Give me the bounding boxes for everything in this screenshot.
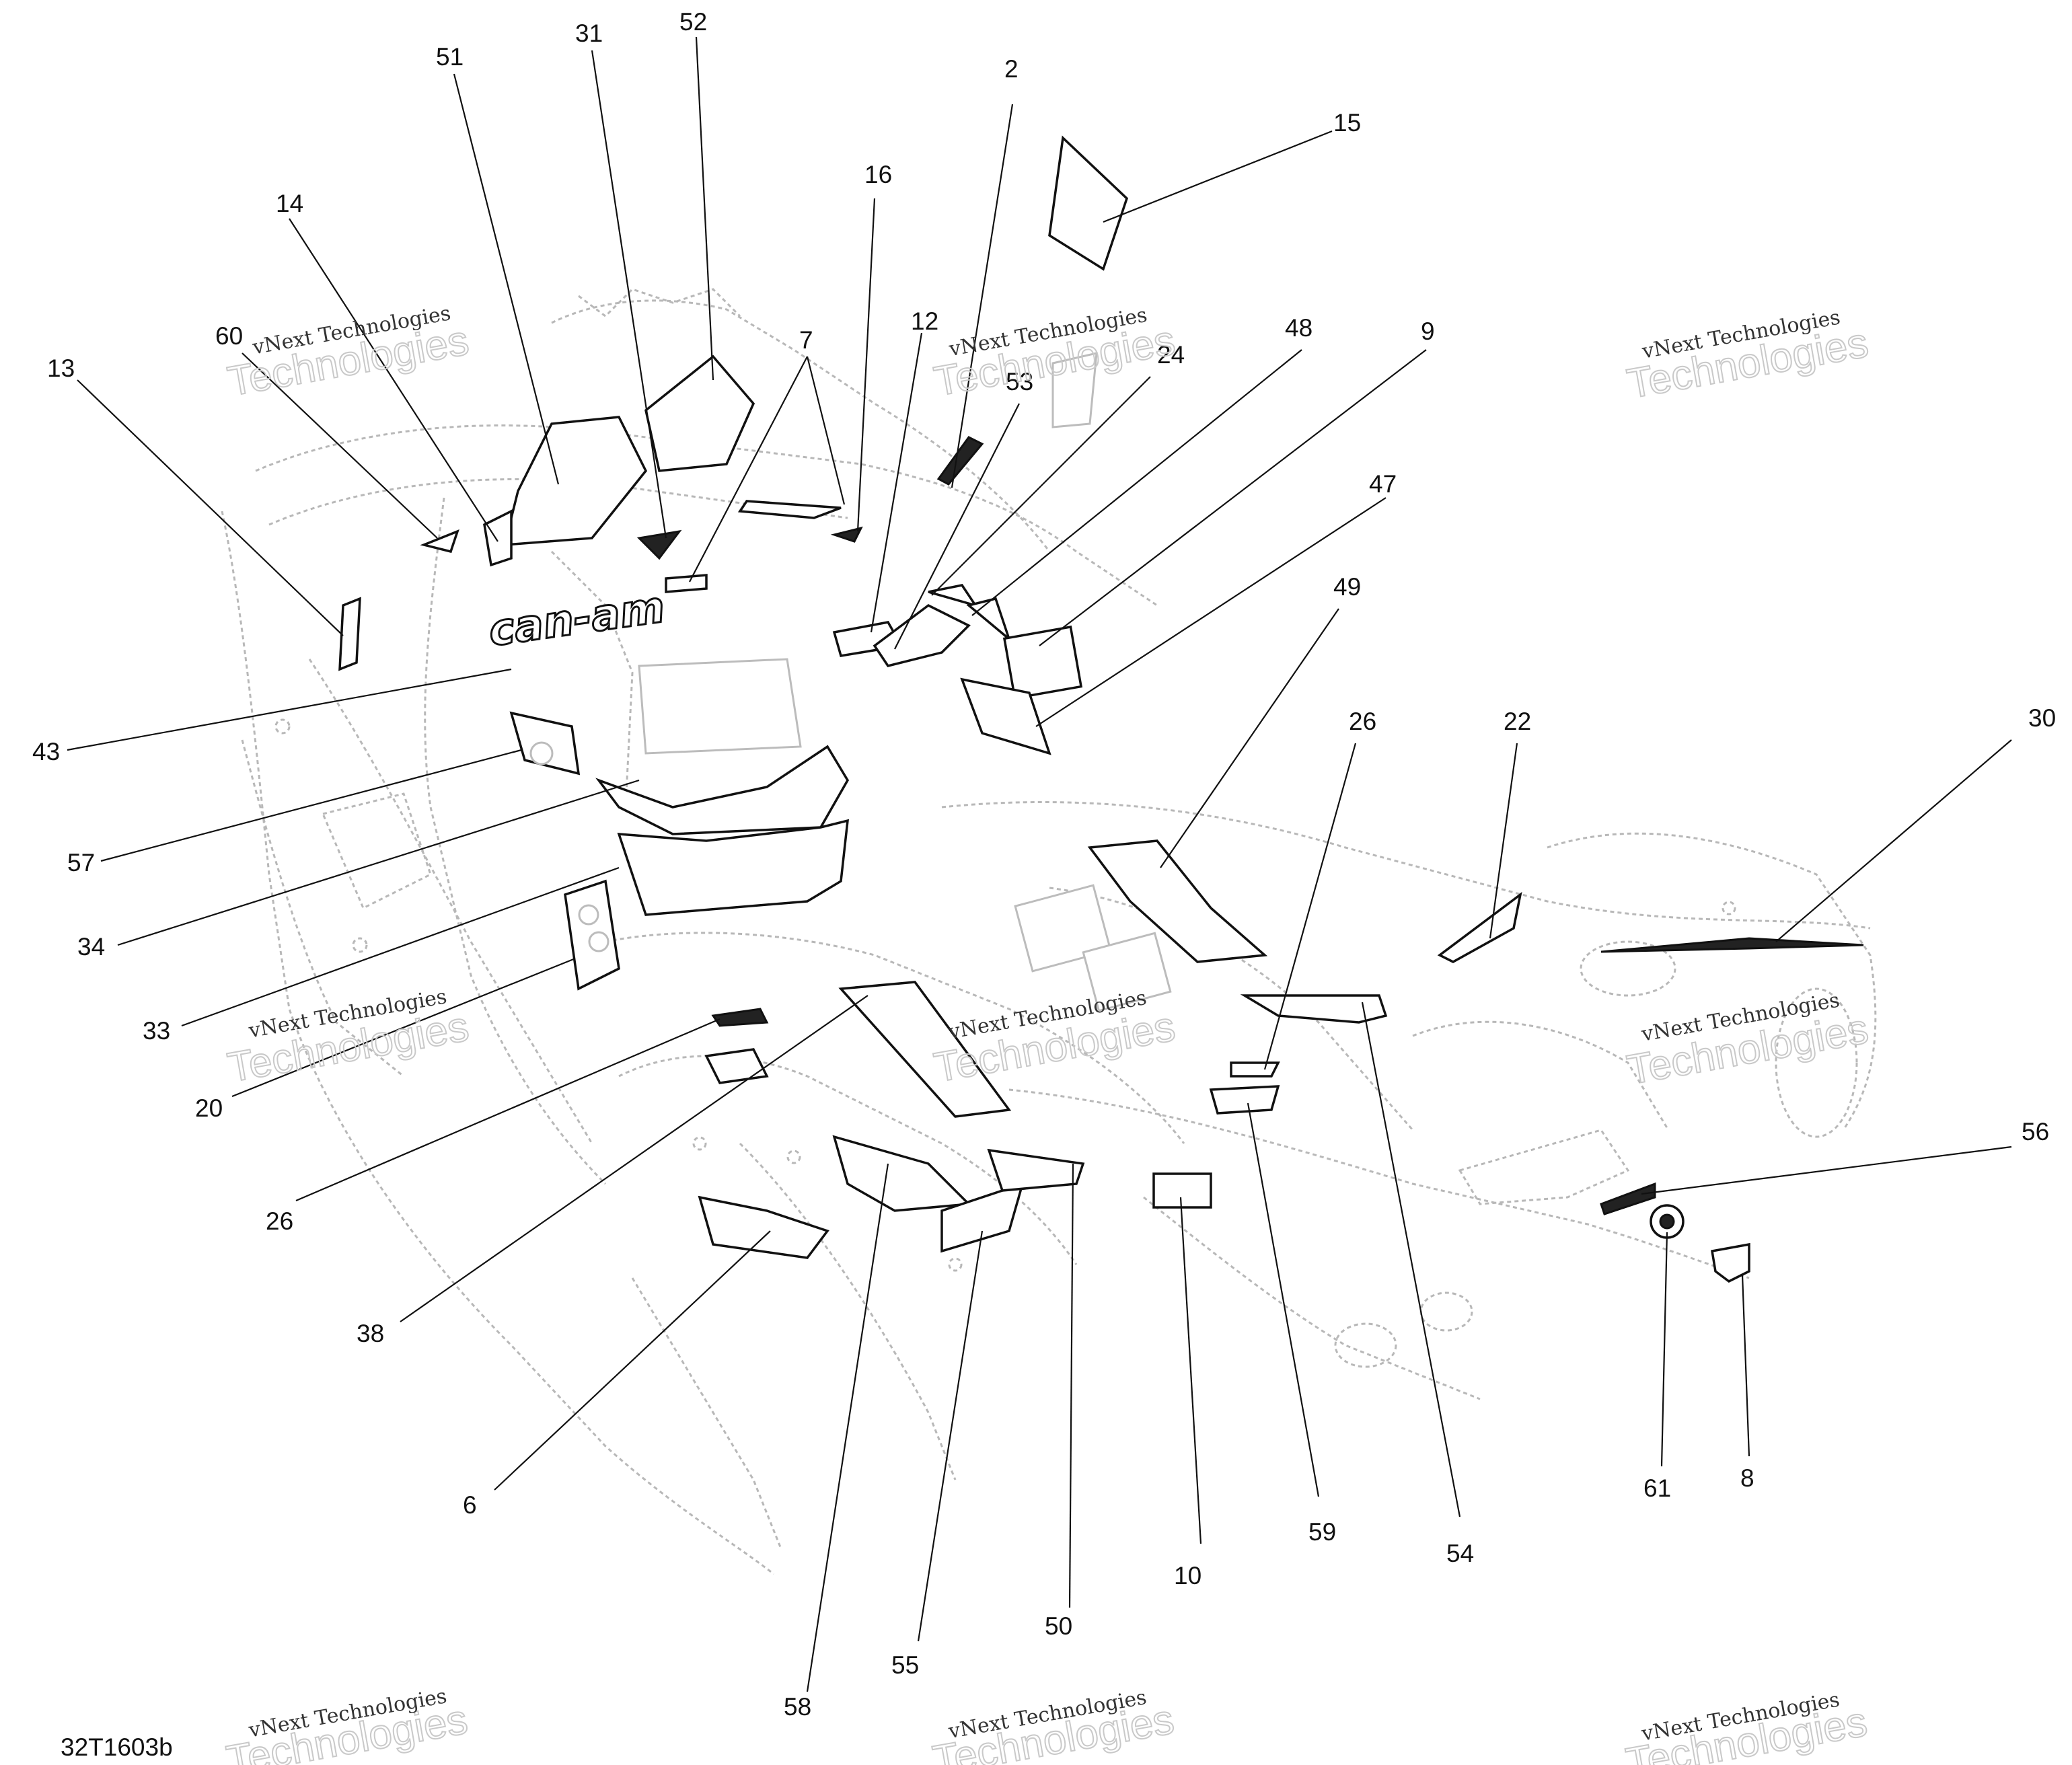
callout-59: 59 — [1308, 1518, 1336, 1546]
decal-13 — [338, 597, 361, 671]
decal-24 — [928, 584, 979, 607]
decal-2 — [936, 436, 984, 486]
callout-38: 38 — [357, 1320, 384, 1347]
callout-56: 56 — [2022, 1118, 2049, 1146]
decal-8 — [1710, 1242, 1750, 1283]
callout-10: 10 — [1174, 1562, 1201, 1589]
decal-6 — [698, 1195, 829, 1259]
decal-26b — [704, 1048, 769, 1084]
callout-6: 6 — [463, 1491, 477, 1519]
decal-50 — [987, 1148, 1085, 1192]
decal-55 — [940, 1182, 1025, 1253]
decal-31 — [636, 529, 682, 560]
decal-15 — [1048, 135, 1129, 271]
callout-55: 55 — [891, 1651, 919, 1679]
watermarks: Technologies vNext Technologies Technolo… — [223, 301, 1872, 1765]
decal-16 — [830, 526, 863, 543]
callout-50: 50 — [1045, 1612, 1072, 1640]
callout-60: 60 — [215, 322, 243, 350]
callout-34: 34 — [77, 933, 105, 961]
decal-52 — [644, 354, 755, 472]
decal-34 — [595, 745, 850, 835]
decal-26c — [1230, 1061, 1280, 1078]
decal-47 — [960, 677, 1051, 755]
callout-24: 24 — [1157, 341, 1185, 369]
callout-51: 51 — [436, 43, 464, 71]
leader-lines — [67, 36, 2012, 1692]
decal-14 — [483, 509, 513, 567]
decal-33 — [617, 819, 850, 916]
callout-58: 58 — [784, 1693, 811, 1721]
callout-12: 12 — [911, 307, 938, 335]
decal-22 — [1437, 891, 1522, 963]
callout-15: 15 — [1333, 109, 1361, 137]
callout-26-left: 26 — [266, 1207, 293, 1235]
decal-7 — [665, 574, 708, 593]
callout-20: 20 — [195, 1094, 223, 1122]
callout-31: 31 — [575, 20, 603, 47]
decal-38 — [838, 981, 1012, 1118]
callout-13: 13 — [47, 354, 75, 382]
callout-52: 52 — [679, 8, 707, 36]
callout-9: 9 — [1421, 317, 1435, 345]
callout-61: 61 — [1643, 1474, 1671, 1502]
decal-60 — [420, 529, 459, 554]
decal-7b — [737, 500, 842, 519]
callout-2: 2 — [1004, 55, 1019, 83]
decal-43: can-am — [484, 581, 669, 657]
callout-numbers: 2 15 16 12 24 48 9 53 47 49 26 22 30 52 … — [32, 8, 2056, 1721]
callout-49: 49 — [1333, 573, 1361, 601]
callout-47: 47 — [1369, 470, 1397, 498]
callout-26-right: 26 — [1349, 708, 1376, 735]
callout-33: 33 — [143, 1017, 170, 1045]
callout-14: 14 — [276, 190, 303, 217]
callout-30: 30 — [2028, 704, 2056, 732]
can-am-logo: can-am — [486, 583, 668, 656]
callout-8: 8 — [1740, 1464, 1754, 1492]
callout-48: 48 — [1285, 314, 1312, 342]
callout-7: 7 — [799, 326, 813, 354]
decal-51 — [503, 416, 648, 546]
decal-59 — [1209, 1085, 1280, 1115]
decal-48 — [966, 597, 1012, 643]
decal-53 — [873, 603, 971, 667]
decal-9 — [1002, 625, 1083, 700]
decals: can-am — [338, 135, 1864, 1283]
drawing-code: 32T1603b — [61, 1733, 173, 1761]
decal-58 — [832, 1135, 971, 1212]
decal-26a — [711, 1008, 769, 1027]
decal-30 — [1600, 937, 1864, 953]
callout-57: 57 — [67, 849, 95, 876]
callout-16: 16 — [864, 161, 892, 188]
callout-43: 43 — [32, 738, 60, 765]
callout-54: 54 — [1446, 1540, 1474, 1567]
decal-10 — [1152, 1172, 1212, 1209]
decal-49 — [1087, 839, 1268, 963]
callout-53: 53 — [1006, 368, 1033, 396]
callout-22: 22 — [1504, 708, 1531, 735]
decal-56 — [1600, 1182, 1656, 1215]
